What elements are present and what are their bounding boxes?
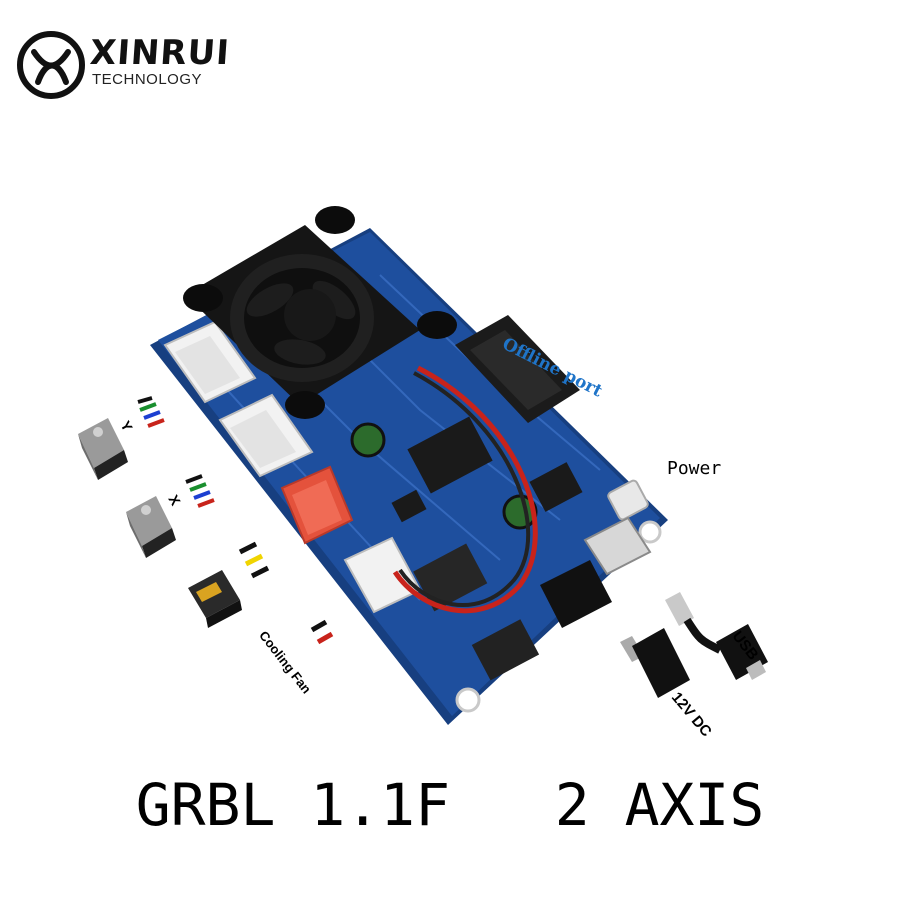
offline-port-header bbox=[455, 315, 580, 423]
motor-connector-y bbox=[163, 320, 257, 404]
dc-jack bbox=[540, 560, 612, 628]
stepper-motor-icon bbox=[126, 496, 176, 558]
laser-module-icon bbox=[188, 570, 242, 628]
laser-wire-markers bbox=[238, 541, 270, 579]
stepper-motor-icon bbox=[78, 418, 128, 480]
fan-wire-markers bbox=[310, 619, 334, 645]
mini-usb-port bbox=[583, 516, 652, 576]
laser-connector bbox=[280, 465, 354, 545]
dc-plug-icon bbox=[620, 628, 690, 698]
x-wire-markers bbox=[185, 474, 215, 508]
y-wire-markers bbox=[137, 396, 165, 428]
power-button bbox=[607, 479, 649, 521]
cooling-fan bbox=[183, 206, 457, 419]
motor-connector-x bbox=[218, 393, 314, 478]
xinrui-logo-icon bbox=[17, 31, 85, 99]
power-label: Power bbox=[667, 458, 722, 479]
usb-cable-icon bbox=[665, 592, 768, 680]
logo-subtitle-text: TECHNOLOGY bbox=[92, 71, 203, 88]
product-caption: GRBL 1.1F 2 AXIS bbox=[135, 771, 765, 839]
